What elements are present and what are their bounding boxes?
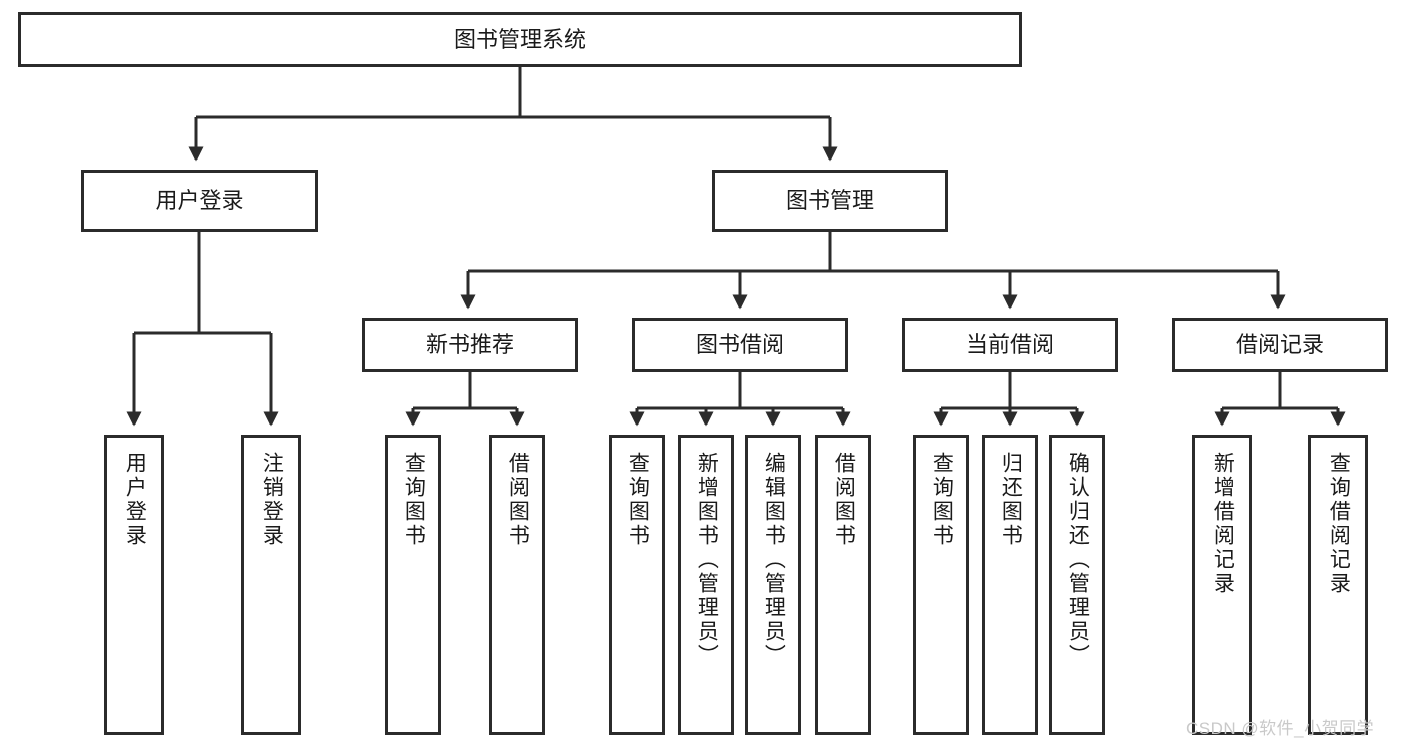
leaf-borrow-edit-book-admin[interactable]: 编辑图书（管理员） bbox=[745, 435, 801, 735]
node-label: 用户登录 bbox=[123, 452, 147, 548]
node-label: 借阅图书 bbox=[832, 452, 856, 548]
node-user-login[interactable]: 用户登录 bbox=[81, 170, 318, 232]
node-label: 当前借阅 bbox=[965, 332, 1054, 358]
node-label: 借阅记录 bbox=[1235, 332, 1324, 358]
leaf-current-return-book[interactable]: 归还图书 bbox=[982, 435, 1038, 735]
csdn-watermark: CSDN @软件_小贺同学 bbox=[1186, 719, 1375, 738]
leaf-user-login-logout[interactable]: 注销登录 bbox=[241, 435, 301, 735]
node-borrow-record[interactable]: 借阅记录 bbox=[1172, 318, 1388, 372]
node-label: 编辑图书（管理员） bbox=[762, 452, 786, 668]
node-current-borrow[interactable]: 当前借阅 bbox=[902, 318, 1118, 372]
node-label: 新书推荐 bbox=[425, 332, 514, 358]
node-label: 图书管理 bbox=[785, 188, 874, 214]
node-book-borrow[interactable]: 图书借阅 bbox=[632, 318, 848, 372]
leaf-new-book-borrow[interactable]: 借阅图书 bbox=[489, 435, 545, 735]
node-new-book-recommend[interactable]: 新书推荐 bbox=[362, 318, 578, 372]
node-label: 新增图书（管理员） bbox=[695, 452, 719, 668]
leaf-new-book-query[interactable]: 查询图书 bbox=[385, 435, 441, 735]
leaf-current-confirm-return-admin[interactable]: 确认归还（管理员） bbox=[1049, 435, 1105, 735]
leaf-user-login-login[interactable]: 用户登录 bbox=[104, 435, 164, 735]
node-label: 新增借阅记录 bbox=[1211, 452, 1235, 596]
leaf-record-query[interactable]: 查询借阅记录 bbox=[1308, 435, 1368, 735]
node-label: 查询图书 bbox=[930, 452, 954, 548]
leaf-current-query-book[interactable]: 查询图书 bbox=[913, 435, 969, 735]
leaf-borrow-borrow-book[interactable]: 借阅图书 bbox=[815, 435, 871, 735]
node-label: 归还图书 bbox=[999, 452, 1023, 548]
node-label: 图书管理系统 bbox=[453, 26, 586, 52]
leaf-borrow-add-book-admin[interactable]: 新增图书（管理员） bbox=[678, 435, 734, 735]
node-label: 图书借阅 bbox=[695, 332, 784, 358]
node-book-management[interactable]: 图书管理 bbox=[712, 170, 948, 232]
node-label: 查询图书 bbox=[626, 452, 650, 548]
node-label: 查询图书 bbox=[402, 452, 426, 548]
node-label: 注销登录 bbox=[260, 452, 284, 548]
node-label: 查询借阅记录 bbox=[1327, 452, 1351, 596]
node-root[interactable]: 图书管理系统 bbox=[18, 12, 1022, 67]
node-label: 确认归还（管理员） bbox=[1066, 452, 1090, 668]
node-label: 用户登录 bbox=[155, 188, 244, 214]
leaf-borrow-query-book[interactable]: 查询图书 bbox=[609, 435, 665, 735]
leaf-record-add[interactable]: 新增借阅记录 bbox=[1192, 435, 1252, 735]
node-label: 借阅图书 bbox=[506, 452, 530, 548]
